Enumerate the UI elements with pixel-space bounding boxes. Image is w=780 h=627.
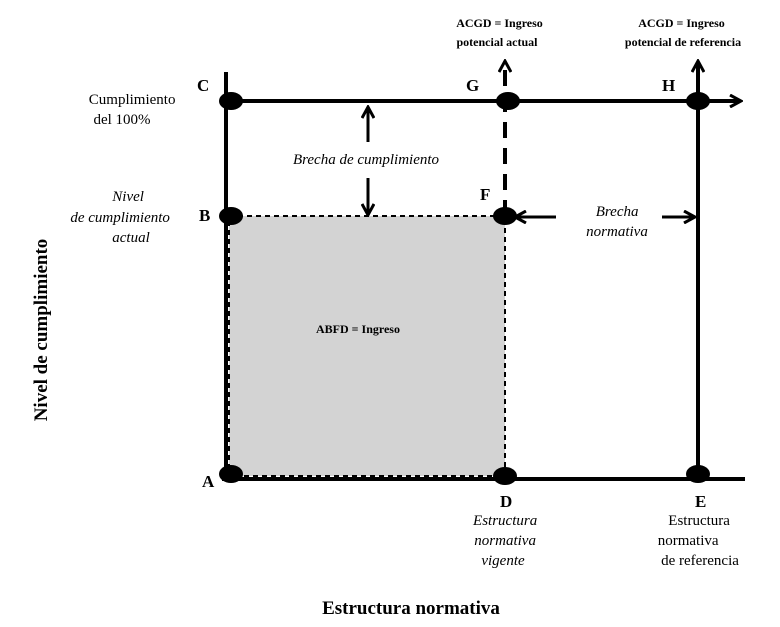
point-f-dot bbox=[493, 207, 517, 225]
point-f-label: F bbox=[480, 185, 490, 204]
point-d-label: D bbox=[500, 492, 512, 511]
point-c-dot bbox=[219, 92, 243, 110]
brecha-normativa-label: Brecha normativa bbox=[586, 204, 648, 240]
point-g-label: G bbox=[466, 76, 479, 95]
nivel-actual-label: Nivel de cumplimiento actual bbox=[70, 189, 173, 246]
point-b-label: B bbox=[199, 206, 210, 225]
point-g-dot bbox=[496, 92, 520, 110]
abfd-ingreso-label: ABFD = Ingreso bbox=[316, 322, 400, 336]
point-e-label: E bbox=[695, 492, 706, 511]
point-e-dot bbox=[686, 465, 710, 483]
brecha-cumplimiento-label: Brecha de cumplimiento bbox=[293, 152, 440, 168]
estructura-referencia-label: Estructura normativa de referencia bbox=[658, 513, 740, 569]
point-a-label: A bbox=[202, 472, 215, 491]
cumplimiento-100-label: Cumplimiento del 100% bbox=[89, 92, 179, 128]
point-c-label: C bbox=[197, 76, 209, 95]
point-h-label: H bbox=[662, 76, 675, 95]
acgd-actual-label: ACGD = Ingreso potencial actual bbox=[456, 16, 546, 49]
abfd-shaded-area bbox=[228, 215, 506, 477]
point-b-dot bbox=[219, 207, 243, 225]
estructura-vigente-label: Estructura normativa vigente bbox=[472, 513, 541, 569]
point-h-dot bbox=[686, 92, 710, 110]
point-a-dot bbox=[219, 465, 243, 483]
x-axis-title: Estructura normativa bbox=[322, 598, 500, 619]
point-d-dot bbox=[493, 467, 517, 485]
acgd-referencia-label: ACGD = Ingreso potencial de referencia bbox=[625, 16, 741, 49]
y-axis-title: Nivel de cumplimiento bbox=[31, 239, 52, 422]
